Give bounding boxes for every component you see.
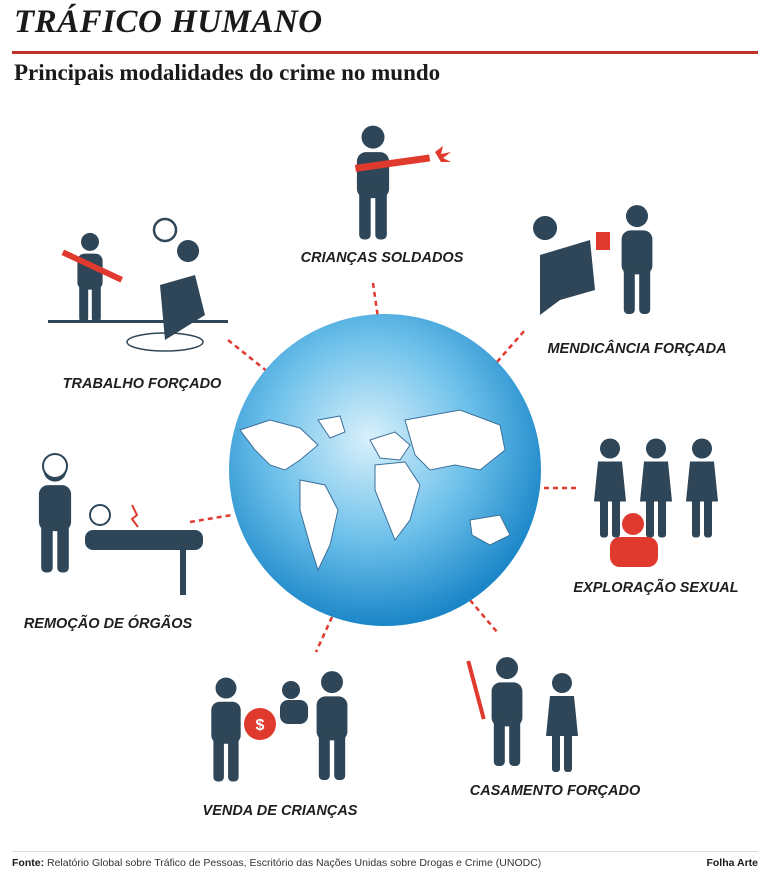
- child-sale-icon: $: [211, 671, 348, 782]
- source-label: Fonte:: [12, 857, 45, 869]
- footer-divider: [12, 851, 758, 852]
- child-soldier-icon: [354, 125, 451, 240]
- page-subtitle: Principais modalidades do crime no mundo: [14, 60, 441, 85]
- label-child-sale: VENDA DE CRIANÇAS: [202, 803, 358, 819]
- svg-text:$: $: [256, 717, 265, 734]
- forced-labor-icon: [48, 217, 228, 352]
- label-sexual-exploitation: EXPLORAÇÃO SEXUAL: [573, 580, 739, 596]
- label-organ-removal: REMOÇÃO DE ÓRGÃOS: [23, 616, 193, 632]
- globe-icon: [229, 314, 541, 626]
- sexual-exploitation-icon: [594, 438, 718, 567]
- organ-removal-icon: [38, 453, 203, 595]
- connector-lines: [189, 282, 580, 653]
- source-note: Fonte: Relatório Global sobre Tráfico de…: [12, 857, 541, 869]
- label-child-soldiers: CRIANÇAS SOLDADOS: [300, 250, 464, 266]
- label-forced-marriage: CASAMENTO FORÇADO: [469, 783, 641, 799]
- forced-begging-icon: [533, 205, 653, 315]
- title-divider: [12, 51, 758, 54]
- label-forced-begging: MENDICÂNCIA FORÇADA: [547, 341, 727, 357]
- forced-marriage-icon: [466, 657, 578, 772]
- source-text: Relatório Global sobre Tráfico de Pessoa…: [47, 857, 542, 869]
- label-forced-labor: TRABALHO FORÇADO: [62, 376, 222, 392]
- page-title: TRÁFICO HUMANO: [14, 4, 323, 40]
- credit: Folha Arte: [706, 857, 758, 869]
